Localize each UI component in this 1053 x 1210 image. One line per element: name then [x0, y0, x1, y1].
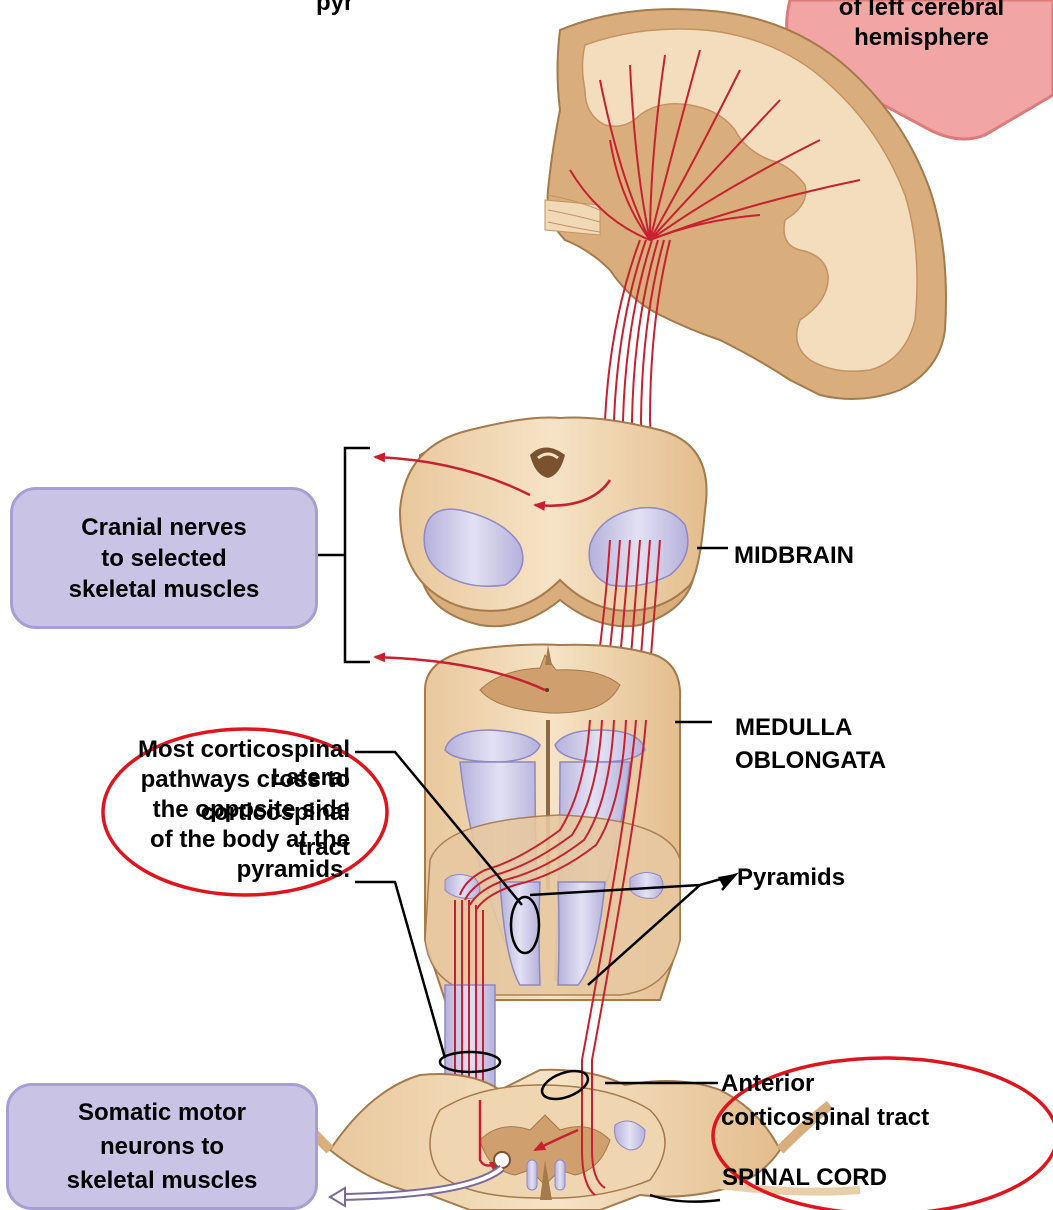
- cortex-label: of left cerebral hemisphere: [790, 0, 1053, 52]
- anterior-tract-label: Anterior corticospinal tract: [721, 1067, 929, 1135]
- midbrain-label: MIDBRAIN: [734, 542, 854, 570]
- somatic-motor-box: Somatic motor neurons to skeletal muscle…: [6, 1083, 318, 1210]
- somatic-label-line1: Somatic motor: [67, 1096, 258, 1130]
- lateral-tract-label: Lateral corticospinal tract: [100, 760, 350, 865]
- lateral-label-line3: tract: [100, 830, 350, 865]
- medulla-label: MEDULLA OBLONGATA: [735, 711, 886, 777]
- somatic-motor-label: Somatic motor neurons to skeletal muscle…: [67, 1096, 258, 1198]
- somatic-label-line2: neurons to: [67, 1130, 258, 1164]
- top-cutoff-label: pyr: [316, 0, 353, 17]
- medulla-label-line2: OBLONGATA: [735, 744, 886, 777]
- lateral-label-line2: corticospinal: [100, 795, 350, 830]
- anterior-label-line1: Anterior: [721, 1067, 929, 1101]
- pyramids-label: Pyramids: [737, 864, 845, 892]
- cranial-bracket: [345, 448, 370, 662]
- somatic-label-line3: skeletal muscles: [67, 1164, 258, 1198]
- cranial-label-line2: to selected: [69, 543, 260, 574]
- cranial-label-line3: skeletal muscles: [69, 574, 260, 605]
- cortex-label-line1: of left cerebral: [790, 0, 1053, 22]
- cortex-label-line2: hemisphere: [790, 24, 1053, 52]
- anterior-label-line2: corticospinal tract: [721, 1101, 929, 1135]
- cranial-nerves-box: Cranial nerves to selected skeletal musc…: [10, 487, 318, 629]
- cranial-nerves-label: Cranial nerves to selected skeletal musc…: [69, 512, 260, 605]
- medulla-label-line1: MEDULLA: [735, 711, 886, 744]
- cranial-label-line1: Cranial nerves: [69, 512, 260, 543]
- medulla-section: [375, 645, 680, 1000]
- lateral-label-line1: Lateral: [100, 760, 350, 795]
- midbrain-section: [375, 418, 707, 627]
- spinal-cord-label: SPINAL CORD: [722, 1164, 887, 1192]
